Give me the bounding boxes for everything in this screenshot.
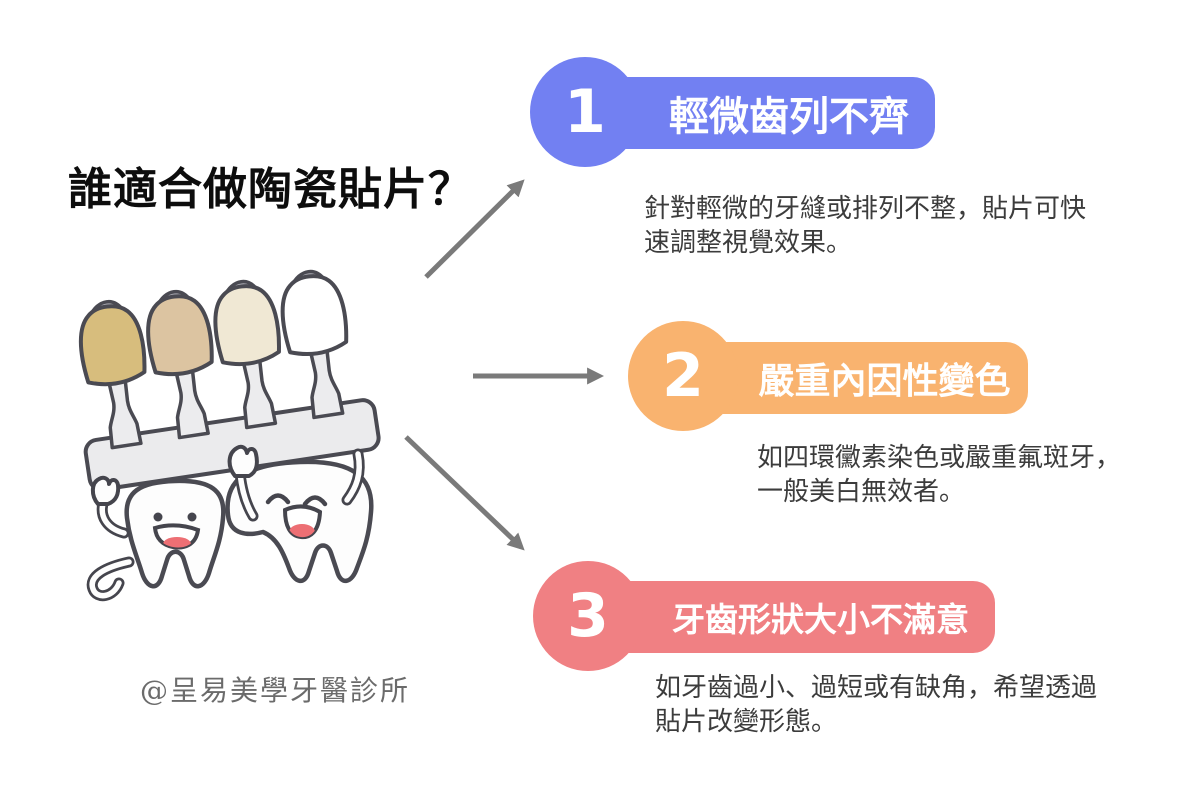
left-tooth-character bbox=[86, 478, 226, 602]
item-3-description-line-1: 如牙齒過小、過短或有缺角，希望透過 bbox=[655, 673, 1098, 703]
stem-3 bbox=[240, 353, 278, 430]
shade-guide bbox=[78, 269, 381, 492]
arrow-to-item-3 bbox=[404, 435, 525, 551]
right-tooth-arm-right-fill bbox=[344, 451, 362, 503]
shade-tabs bbox=[78, 274, 349, 387]
shade-tab-3 bbox=[213, 284, 281, 367]
shade-tab-4 bbox=[280, 274, 349, 357]
item-1-description-line-1: 針對輕微的牙縫或排列不整，貼片可快 bbox=[644, 194, 1087, 224]
item-2-description-line-2: 一般美白無效者。 bbox=[757, 477, 966, 507]
left-tooth-arm-lower-fill bbox=[89, 559, 132, 599]
shade-tab-1 bbox=[78, 304, 147, 387]
right-tooth-eye-left bbox=[265, 493, 291, 505]
right-tooth-hand bbox=[227, 444, 259, 478]
right-tooth-character bbox=[225, 459, 374, 583]
item-3-description-line-2: 貼片改變形態。 bbox=[655, 707, 838, 737]
clinic-watermark: @呈易美學牙醫診所 bbox=[140, 674, 411, 707]
item-2-title: 嚴重內因性變色 bbox=[758, 361, 1011, 402]
item-1-title: 輕微齒列不齊 bbox=[669, 94, 909, 140]
item-3-description: 如牙齒過小、過短或有缺角，希望透過貼片改變形態。 bbox=[655, 671, 1097, 739]
item-1-number-circle: 1 bbox=[530, 57, 640, 167]
shade-tab-2 bbox=[146, 294, 214, 377]
item-2-description-line-1: 如四環黴素染色或嚴重氟斑牙， bbox=[757, 443, 1122, 473]
left-tooth-eye-left bbox=[153, 512, 163, 522]
item-2-number: 2 bbox=[662, 341, 704, 411]
teeth-shade-guide-illustration bbox=[78, 269, 381, 602]
left-tooth-eye-right bbox=[187, 512, 197, 522]
right-tooth-eye-right bbox=[302, 495, 328, 507]
item-3-title: 牙齒形狀大小不滿意 bbox=[672, 600, 969, 639]
left-tooth-hand bbox=[90, 475, 121, 506]
stem-2 bbox=[173, 363, 210, 440]
item-1-description-line-2: 速調整視覺效果。 bbox=[644, 228, 853, 258]
left-tooth-face bbox=[152, 512, 201, 550]
page-title: 誰適合做陶瓷貼片？ bbox=[68, 164, 473, 215]
right-tooth-face bbox=[265, 493, 328, 540]
item-2-title-pill: 嚴重內因性變色 bbox=[683, 342, 1028, 414]
item-3-title-pill: 牙齒形狀大小不滿意 bbox=[588, 581, 995, 653]
item-1-number: 1 bbox=[564, 77, 606, 147]
item-3-number: 3 bbox=[567, 581, 609, 651]
item-1-description: 針對輕微的牙縫或排列不整，貼片可快速調整視覺效果。 bbox=[644, 192, 1086, 260]
shade-tab-stems bbox=[106, 343, 345, 450]
item-1-title-pill: 輕微齒列不齊 bbox=[585, 77, 935, 149]
stem-4 bbox=[307, 343, 345, 420]
stem-1 bbox=[106, 373, 143, 450]
item-2-number-circle: 2 bbox=[628, 321, 738, 431]
item-2-description: 如四環黴素染色或嚴重氟斑牙， 一般美白無效者。 bbox=[757, 441, 1121, 509]
item-3-number-circle: 3 bbox=[533, 561, 643, 671]
left-tooth-tongue bbox=[163, 537, 191, 548]
